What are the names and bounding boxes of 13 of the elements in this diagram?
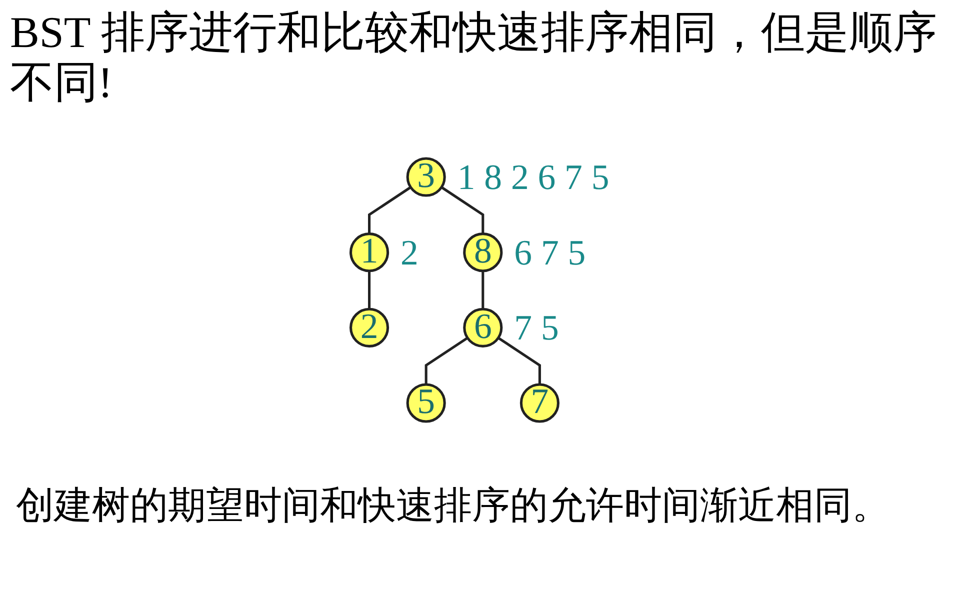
tree-node-circle: 3 bbox=[406, 156, 446, 197]
slide-caption: 创建树的期望时间和快速排序的允许时间渐近相同。 bbox=[16, 484, 891, 529]
node-annotation: 6 7 5 bbox=[514, 232, 586, 272]
tree-node-circle: 7 bbox=[520, 382, 560, 423]
tree-node-circle: 1 bbox=[349, 232, 390, 272]
node-annotation: 1 8 2 6 7 5 bbox=[457, 157, 610, 198]
tree-node-circle: 2 bbox=[349, 307, 390, 348]
node-annotation: 7 5 bbox=[514, 308, 559, 348]
node-annotation: 2 bbox=[400, 232, 418, 272]
tree-node-circle: 8 bbox=[463, 232, 503, 272]
slide-title: BST 排序进行和比较和快速排序相同，但是顺序不同! bbox=[10, 8, 938, 108]
tree-node-circle: 5 bbox=[406, 382, 446, 423]
tree-node-circle: 6 bbox=[463, 307, 503, 348]
